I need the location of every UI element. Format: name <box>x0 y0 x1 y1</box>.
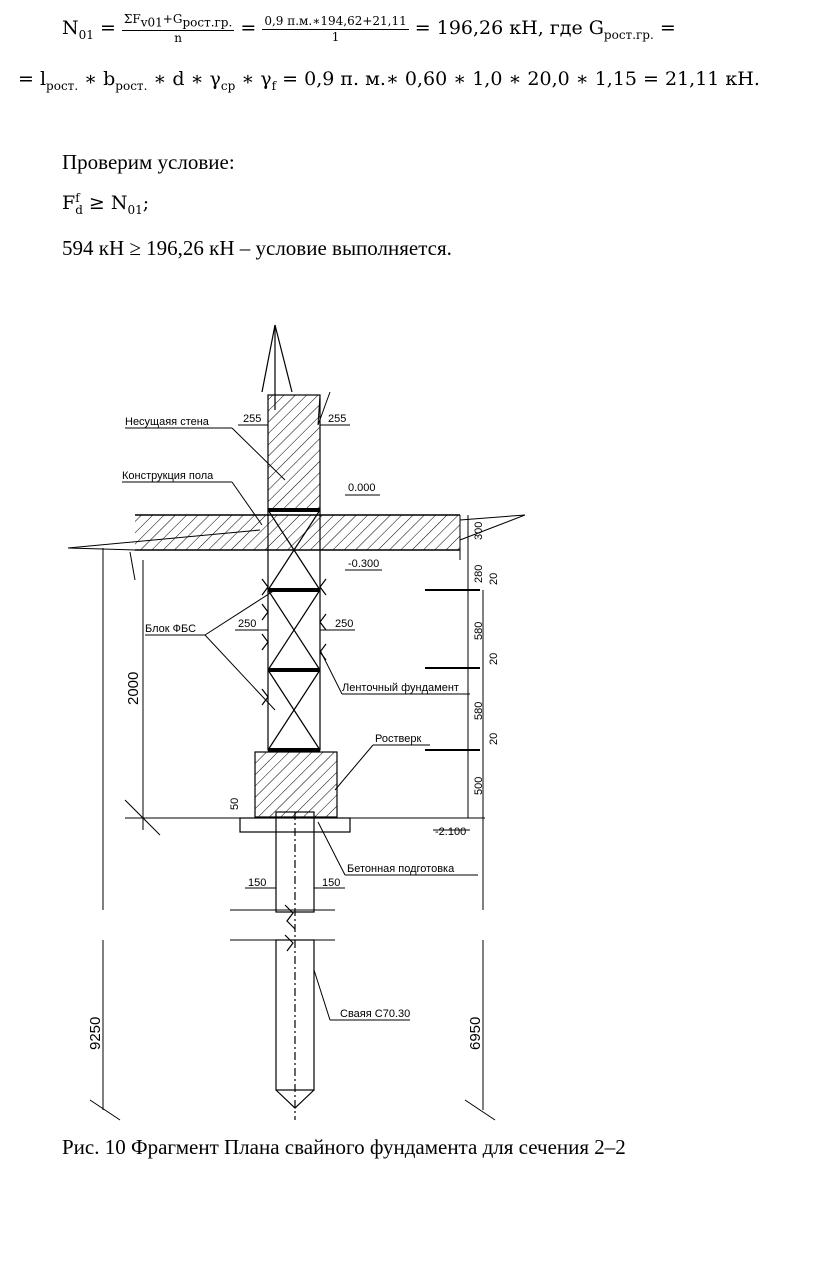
elevation-minus-0-3: -0.300 <box>348 558 379 570</box>
dim-fbs-left: 250 <box>238 618 256 630</box>
dim-580-upper: 580 <box>473 622 485 640</box>
label-fbs-block: Блок ФБС <box>145 623 196 635</box>
dim-2000: 2000 <box>125 672 142 705</box>
dim-6950: 6950 <box>467 1017 484 1050</box>
label-bearing-wall: Несущаяя стена <box>125 416 210 428</box>
dim-wall-right: 255 <box>328 413 346 425</box>
dim-300: 300 <box>473 522 485 540</box>
formula-line-2: = lрост. ∗ bрост. ∗ d ∗ γcp ∗ γf = 0,9 п… <box>18 68 760 93</box>
elevation-minus-2-1: -2.100 <box>435 826 466 838</box>
dim-20-b: 20 <box>488 653 500 665</box>
bearing-wall <box>267 391 331 511</box>
elevation-zero: 0.000 <box>348 482 376 494</box>
check-heading: Проверим условие: <box>62 150 235 174</box>
figure-caption: Рис. 10 Фрагмент Плана свайного фундамен… <box>62 1135 626 1159</box>
dim-20-c: 20 <box>488 733 500 745</box>
label-floor-construction: Конструкция пола <box>122 470 214 482</box>
dim-9250: 9250 <box>87 1017 104 1050</box>
label-grillage: Ростверк <box>375 733 421 745</box>
dim-fbs-right: 250 <box>335 618 353 630</box>
dim-wall-left: 255 <box>243 413 261 425</box>
dim-20-a: 20 <box>488 573 500 585</box>
grillage <box>254 751 338 818</box>
fraction-sum: ΣFv01+Gрост.гр. n <box>121 12 235 46</box>
equals-sign: = <box>240 17 257 40</box>
dim-pile-right: 150 <box>322 877 340 889</box>
pile <box>275 811 315 1120</box>
formula-line-1: N01 = ΣFv01+Gрост.гр. n = 0,9 п.м.∗194,6… <box>62 12 676 46</box>
floor-construction <box>67 514 526 581</box>
dim-50: 50 <box>229 798 241 810</box>
equals-sign: = <box>99 17 116 40</box>
dim-280: 280 <box>473 565 485 583</box>
formula-result: = 196,26 кН, где G <box>414 17 604 40</box>
label-concrete-prep: Бетонная подготовка <box>347 863 455 875</box>
formula-lhs: N01 <box>62 17 94 42</box>
foundation-section-drawing: Несущаяя стена Конструкция пола Блок ФБС… <box>67 324 526 1121</box>
dim-580-lower: 580 <box>473 702 485 720</box>
result-line: 594 кН ≥ 196,26 кН – условие выполняется… <box>62 236 452 260</box>
fraction-numeric: 0,9 п.м.∗194,62+21,11 1 <box>262 13 409 44</box>
dim-pile-left: 150 <box>248 877 266 889</box>
dim-500: 500 <box>473 777 485 795</box>
label-strip-foundation: Ленточный фундамент <box>342 682 459 694</box>
label-pile: Сваяя С70.30 <box>340 1008 410 1020</box>
